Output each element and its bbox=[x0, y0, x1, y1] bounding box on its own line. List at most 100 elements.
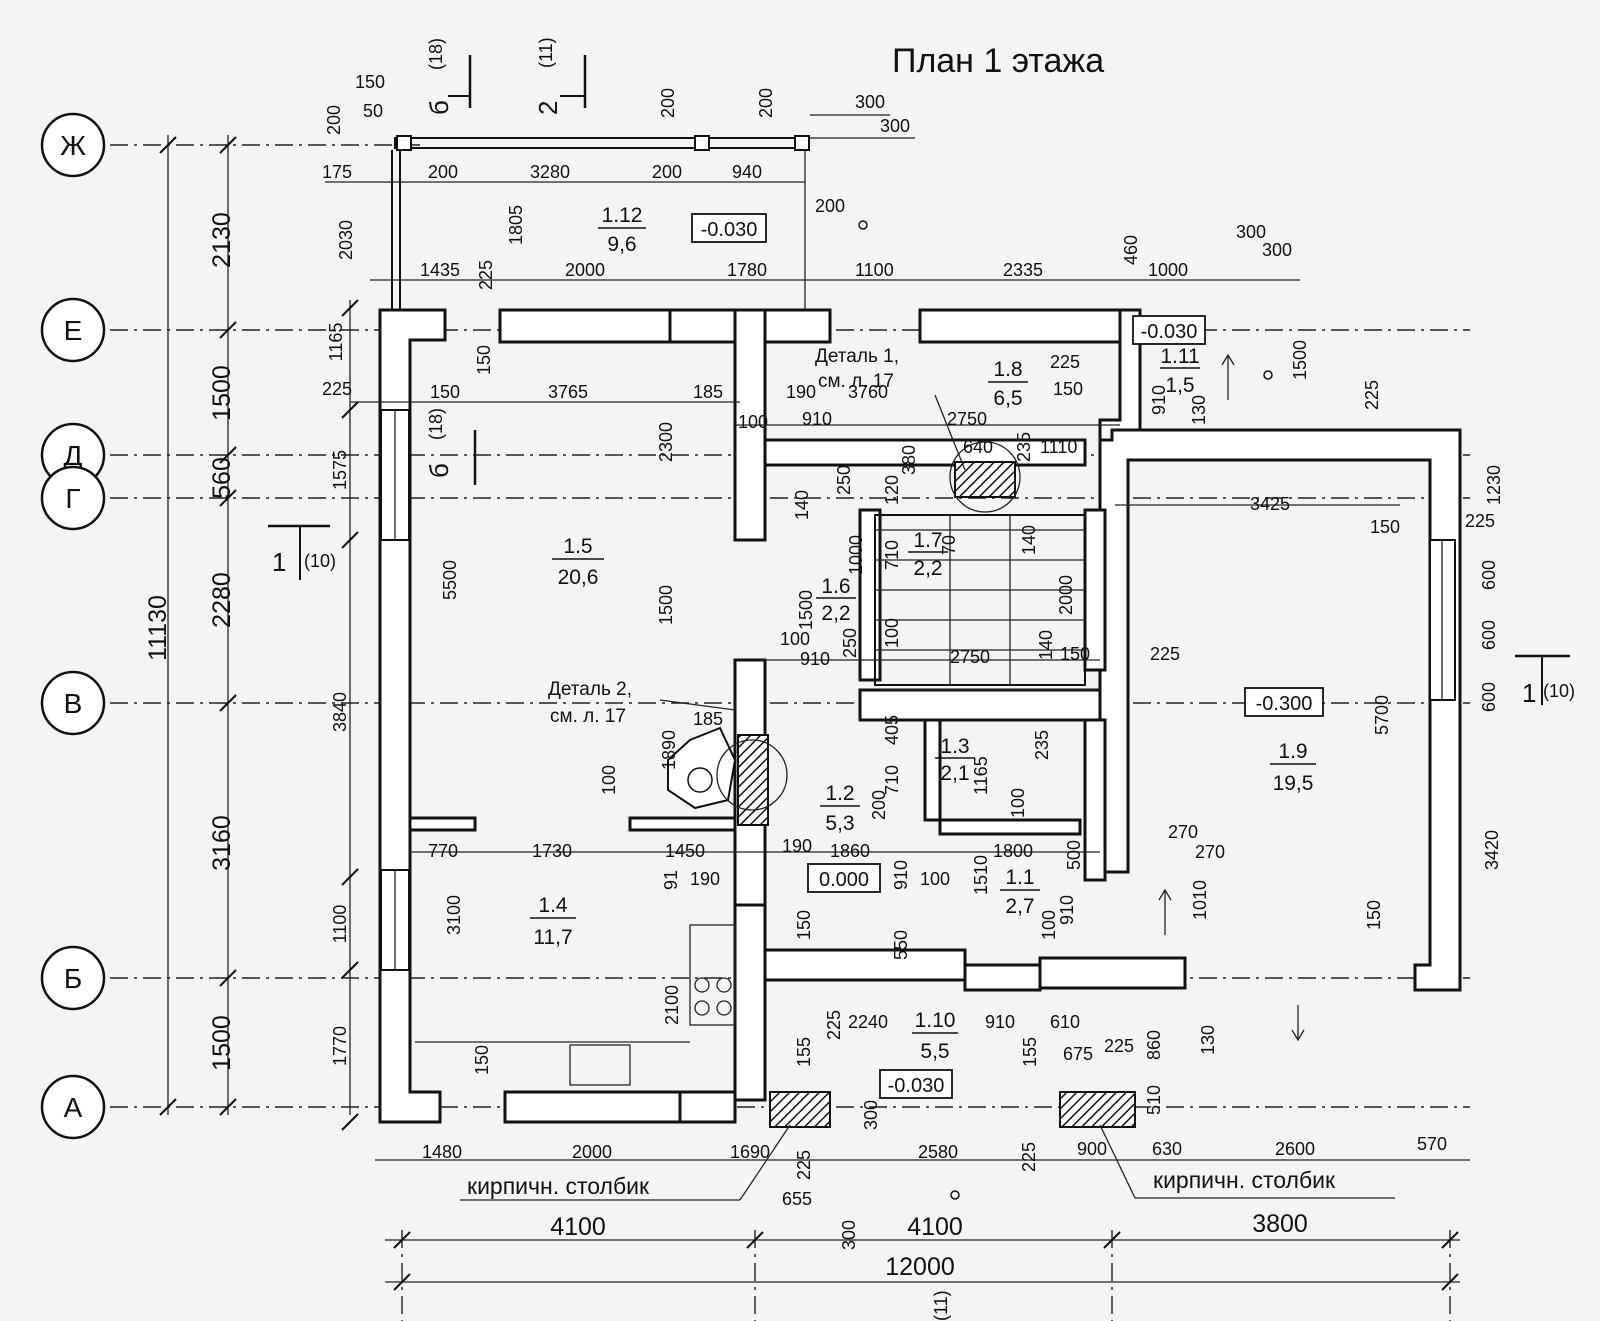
svg-text:1.3: 1.3 bbox=[940, 735, 969, 758]
svg-text:140: 140 bbox=[792, 490, 812, 520]
svg-text:6,5: 6,5 bbox=[993, 387, 1022, 410]
svg-text:1100: 1100 bbox=[330, 905, 350, 944]
annotation-arrows bbox=[858, 220, 1305, 1200]
svg-text:185: 185 bbox=[693, 709, 723, 729]
svg-text:2280: 2280 bbox=[208, 572, 236, 628]
svg-text:1480: 1480 bbox=[422, 1142, 462, 1162]
svg-text:2750: 2750 bbox=[950, 647, 990, 667]
svg-text:200: 200 bbox=[324, 105, 344, 135]
svg-text:155: 155 bbox=[1020, 1037, 1040, 1067]
pillar-right-label: кирпичн. столбик bbox=[1153, 1167, 1336, 1193]
svg-text:225: 225 bbox=[1150, 644, 1180, 664]
svg-text:3160: 3160 bbox=[208, 815, 236, 871]
svg-text:1510: 1510 bbox=[971, 855, 991, 895]
svg-text:Г: Г bbox=[65, 483, 80, 514]
svg-text:12000: 12000 bbox=[885, 1253, 955, 1281]
svg-text:1165: 1165 bbox=[326, 323, 346, 362]
svg-text:600: 600 bbox=[1479, 682, 1499, 712]
svg-text:1730: 1730 bbox=[532, 841, 572, 861]
svg-text:100: 100 bbox=[882, 618, 902, 648]
svg-text:3765: 3765 bbox=[548, 382, 588, 402]
svg-text:5700: 5700 bbox=[1372, 695, 1392, 735]
room-1-5: 1.520,6 bbox=[552, 535, 604, 589]
svg-text:910: 910 bbox=[1149, 385, 1169, 415]
svg-text:130: 130 bbox=[1189, 395, 1209, 425]
detail-2-ref: см. л. 17 bbox=[550, 706, 626, 727]
svg-text:1.5: 1.5 bbox=[563, 535, 592, 558]
svg-text:200: 200 bbox=[652, 162, 682, 182]
svg-text:200: 200 bbox=[428, 162, 458, 182]
svg-text:300: 300 bbox=[839, 1220, 859, 1250]
svg-text:5,3: 5,3 bbox=[825, 812, 854, 835]
svg-text:175: 175 bbox=[322, 162, 352, 182]
svg-text:1435: 1435 bbox=[420, 260, 460, 280]
svg-text:2130: 2130 bbox=[208, 212, 236, 268]
svg-text:2580: 2580 bbox=[918, 1142, 958, 1162]
svg-text:-0.300: -0.300 bbox=[1256, 693, 1313, 715]
svg-text:1860: 1860 bbox=[830, 841, 870, 861]
svg-text:1.12: 1.12 bbox=[602, 204, 643, 227]
svg-text:150: 150 bbox=[794, 910, 814, 940]
svg-text:2,1: 2,1 bbox=[940, 762, 969, 785]
axis-bubble-e: Е bbox=[40, 297, 106, 363]
detail-1-label: Деталь 1, bbox=[815, 346, 899, 367]
svg-text:б: б bbox=[424, 463, 454, 478]
svg-text:1890: 1890 bbox=[659, 730, 679, 770]
axis-bubble-zh: Ж bbox=[40, 112, 106, 178]
svg-text:3425: 3425 bbox=[1250, 494, 1290, 514]
detail-1-ref: см. л. 17 bbox=[818, 371, 894, 392]
fireplace bbox=[667, 461, 1136, 1128]
svg-text:А: А bbox=[64, 1092, 83, 1123]
svg-text:2,2: 2,2 bbox=[821, 602, 850, 625]
svg-text:(10): (10) bbox=[304, 551, 336, 571]
svg-text:Б: Б bbox=[64, 963, 82, 994]
svg-text:1: 1 bbox=[272, 547, 286, 577]
svg-text:2: 2 bbox=[533, 101, 563, 115]
room-1-3: 1.32,1 bbox=[935, 735, 975, 785]
svg-text:550: 550 bbox=[891, 930, 911, 960]
svg-text:1500: 1500 bbox=[656, 585, 676, 625]
svg-text:200: 200 bbox=[869, 790, 889, 820]
room-1-7: 1.72,2 bbox=[908, 529, 948, 580]
svg-text:2000: 2000 bbox=[565, 260, 605, 280]
svg-text:225: 225 bbox=[476, 260, 496, 290]
svg-text:570: 570 bbox=[1417, 1134, 1447, 1154]
svg-text:(18): (18) bbox=[426, 38, 446, 70]
svg-text:1500: 1500 bbox=[1290, 340, 1310, 380]
svg-text:2600: 2600 bbox=[1275, 1139, 1315, 1159]
svg-text:380: 380 bbox=[899, 445, 919, 475]
svg-text:200: 200 bbox=[658, 88, 678, 118]
svg-text:225: 225 bbox=[1050, 352, 1080, 372]
interior-dimensions: 150 3765 185 190 3760 225 150 910 130 10… bbox=[350, 345, 1504, 1130]
svg-text:Ж: Ж bbox=[60, 130, 86, 161]
svg-text:В: В bbox=[64, 688, 83, 719]
svg-text:630: 630 bbox=[1152, 1139, 1182, 1159]
svg-text:11130: 11130 bbox=[144, 595, 172, 661]
svg-text:100: 100 bbox=[780, 629, 810, 649]
svg-text:1.1: 1.1 bbox=[1005, 866, 1034, 889]
svg-text:600: 600 bbox=[1479, 560, 1499, 590]
svg-text:300: 300 bbox=[861, 1100, 881, 1130]
svg-text:190: 190 bbox=[786, 382, 816, 402]
svg-text:300: 300 bbox=[1262, 240, 1292, 260]
svg-text:100: 100 bbox=[1008, 788, 1028, 818]
room-labels: 1.129,6 -0.030 1.86,5 1.111,5 -0.030 1.5… bbox=[530, 204, 1324, 1099]
svg-text:2300: 2300 bbox=[656, 422, 676, 462]
svg-text:4100: 4100 bbox=[907, 1213, 963, 1241]
axis-bubble-v: В bbox=[40, 670, 106, 736]
svg-text:235: 235 bbox=[1032, 730, 1052, 760]
svg-text:1100: 1100 bbox=[855, 260, 894, 280]
svg-text:3280: 3280 bbox=[530, 162, 570, 182]
svg-text:2100: 2100 bbox=[662, 985, 682, 1025]
room-1-12: 1.129,6 -0.030 bbox=[598, 204, 767, 256]
svg-text:270: 270 bbox=[1168, 822, 1198, 842]
svg-text:1500: 1500 bbox=[208, 365, 236, 421]
svg-text:655: 655 bbox=[782, 1189, 812, 1209]
svg-text:б: б bbox=[424, 100, 454, 115]
svg-text:185: 185 bbox=[693, 382, 723, 402]
svg-text:675: 675 bbox=[1063, 1044, 1093, 1064]
svg-text:710: 710 bbox=[882, 540, 902, 570]
svg-text:Д: Д bbox=[64, 440, 83, 471]
svg-text:2240: 2240 bbox=[848, 1012, 888, 1032]
